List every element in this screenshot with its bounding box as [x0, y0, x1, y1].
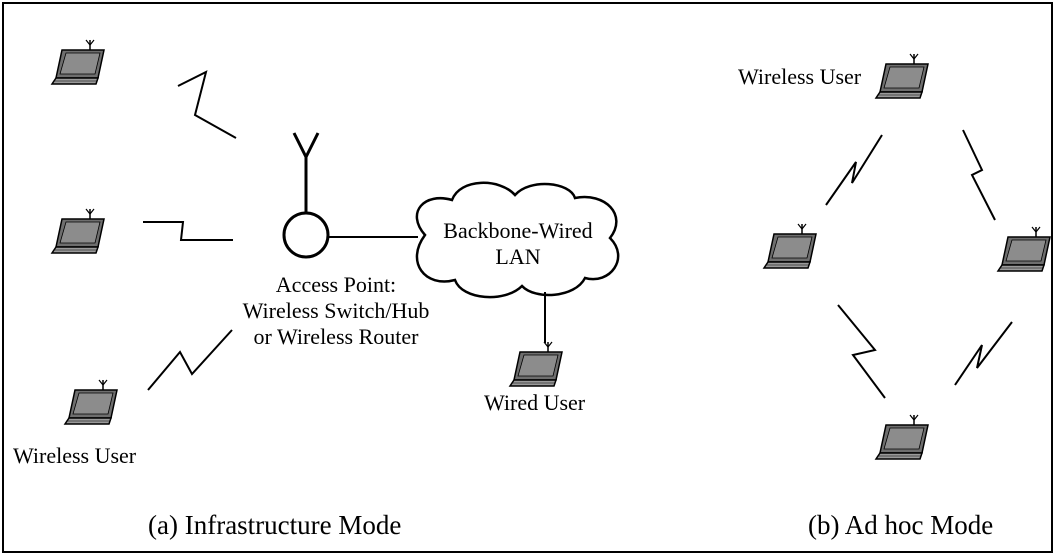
access-point-label-line: or Wireless Router — [253, 324, 419, 349]
lightning-link-icon — [825, 134, 883, 206]
laptop-icon — [875, 414, 929, 460]
laptop-icon — [51, 208, 105, 254]
lightning-link-icon — [143, 221, 233, 241]
access-point-label-line: Access Point: — [275, 272, 397, 297]
access-point-icon — [282, 132, 330, 259]
backbone-label-line: LAN — [495, 244, 541, 269]
adhoc-mode-caption: (b) Ad hoc Mode — [808, 510, 994, 540]
laptop-icon — [64, 379, 118, 425]
lightning-link-icon — [177, 70, 237, 139]
laptop-icon — [51, 39, 105, 85]
lightning-link-icon — [962, 129, 996, 221]
backbone-label-line: Backbone-Wired — [443, 218, 593, 243]
adhoc-wireless-user-label: Wireless User — [738, 64, 862, 89]
wireless-user-label: Wireless User — [13, 443, 137, 468]
laptop-icon — [875, 53, 929, 99]
lightning-link-icon — [837, 304, 886, 399]
backbone-label: Backbone-Wired LAN — [428, 218, 608, 270]
laptop-icon — [997, 226, 1051, 272]
lightning-link-icon — [147, 329, 233, 391]
laptop-icon — [763, 223, 817, 269]
infrastructure-mode-caption: (a) Infrastructure Mode — [148, 510, 402, 540]
lightning-link-icon — [954, 321, 1013, 386]
access-point-label-line: Wireless Switch/Hub — [242, 298, 430, 323]
access-point-label: Access Point: Wireless Switch/Hub or Wir… — [236, 272, 436, 350]
cloud-icon — [415, 181, 620, 299]
wired-user-label: Wired User — [484, 390, 586, 415]
laptop-icon — [509, 341, 563, 387]
